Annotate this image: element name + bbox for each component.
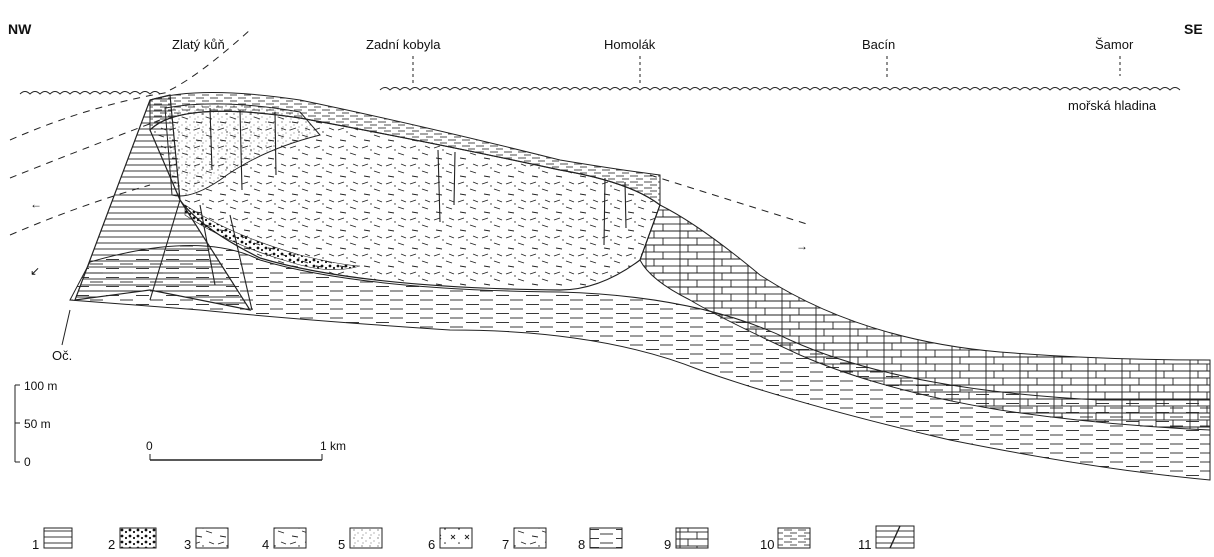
vertical-scale: 100 m 50 m 0 xyxy=(15,379,57,469)
horizontal-scale-end: 1 km xyxy=(320,439,346,453)
horizontal-scale-start: 0 xyxy=(146,439,153,453)
legend-number-3: 3 xyxy=(184,537,191,552)
legend-swatch-5 xyxy=(350,528,382,548)
legend-swatch-8 xyxy=(590,528,622,548)
legend-number-2: 2 xyxy=(108,537,115,552)
legend-number-6: 6 xyxy=(428,537,435,552)
peak-label-zadni-kobyla: Zadní kobyla xyxy=(366,37,441,52)
arrow-left-upper: ← xyxy=(30,197,42,211)
legend-number-8: 8 xyxy=(578,537,585,552)
legend-number-7: 7 xyxy=(502,537,509,552)
legend-swatch-4 xyxy=(274,528,306,548)
legend-number-4: 4 xyxy=(262,537,269,552)
sea-level-label: mořská hladina xyxy=(1068,98,1157,113)
direction-se-label: SE xyxy=(1184,21,1203,37)
arrow-right: → xyxy=(796,239,808,253)
legend-number-9: 9 xyxy=(664,537,671,552)
legend-swatch-9 xyxy=(676,528,708,548)
legend-number-1: 1 xyxy=(32,537,39,552)
direction-nw-label: NW xyxy=(8,21,32,37)
legend-swatch-1 xyxy=(44,528,72,548)
arrow-left-lower: ↙ xyxy=(30,264,40,278)
vertical-scale-bottom: 0 xyxy=(24,455,31,469)
fault-oc-line xyxy=(62,310,70,345)
legend-swatch-10 xyxy=(778,528,810,548)
peak-label-zlaty-kun: Zlatý kůň xyxy=(172,37,225,52)
peak-label-samor: Šamor xyxy=(1095,37,1134,52)
vertical-scale-mid: 50 m xyxy=(24,417,51,431)
legend-number-11: 11 xyxy=(858,537,872,552)
legend: 1 2 3 4 5 6 7 8 9 10 11 xyxy=(32,526,914,552)
legend-number-5: 5 xyxy=(338,537,345,552)
peak-markers xyxy=(413,56,1120,86)
legend-swatch-7 xyxy=(514,528,546,548)
fault-label-oc: Oč. xyxy=(52,348,72,363)
legend-swatch-2 xyxy=(120,528,156,548)
peak-label-bacin: Bacín xyxy=(862,37,895,52)
horizontal-scale: 0 1 km xyxy=(146,439,346,460)
peak-label-homolak: Homolák xyxy=(604,37,656,52)
legend-swatch-3 xyxy=(196,528,228,548)
legend-swatch-6 xyxy=(440,528,472,548)
legend-number-10: 10 xyxy=(760,537,774,552)
vertical-scale-top: 100 m xyxy=(24,379,57,393)
